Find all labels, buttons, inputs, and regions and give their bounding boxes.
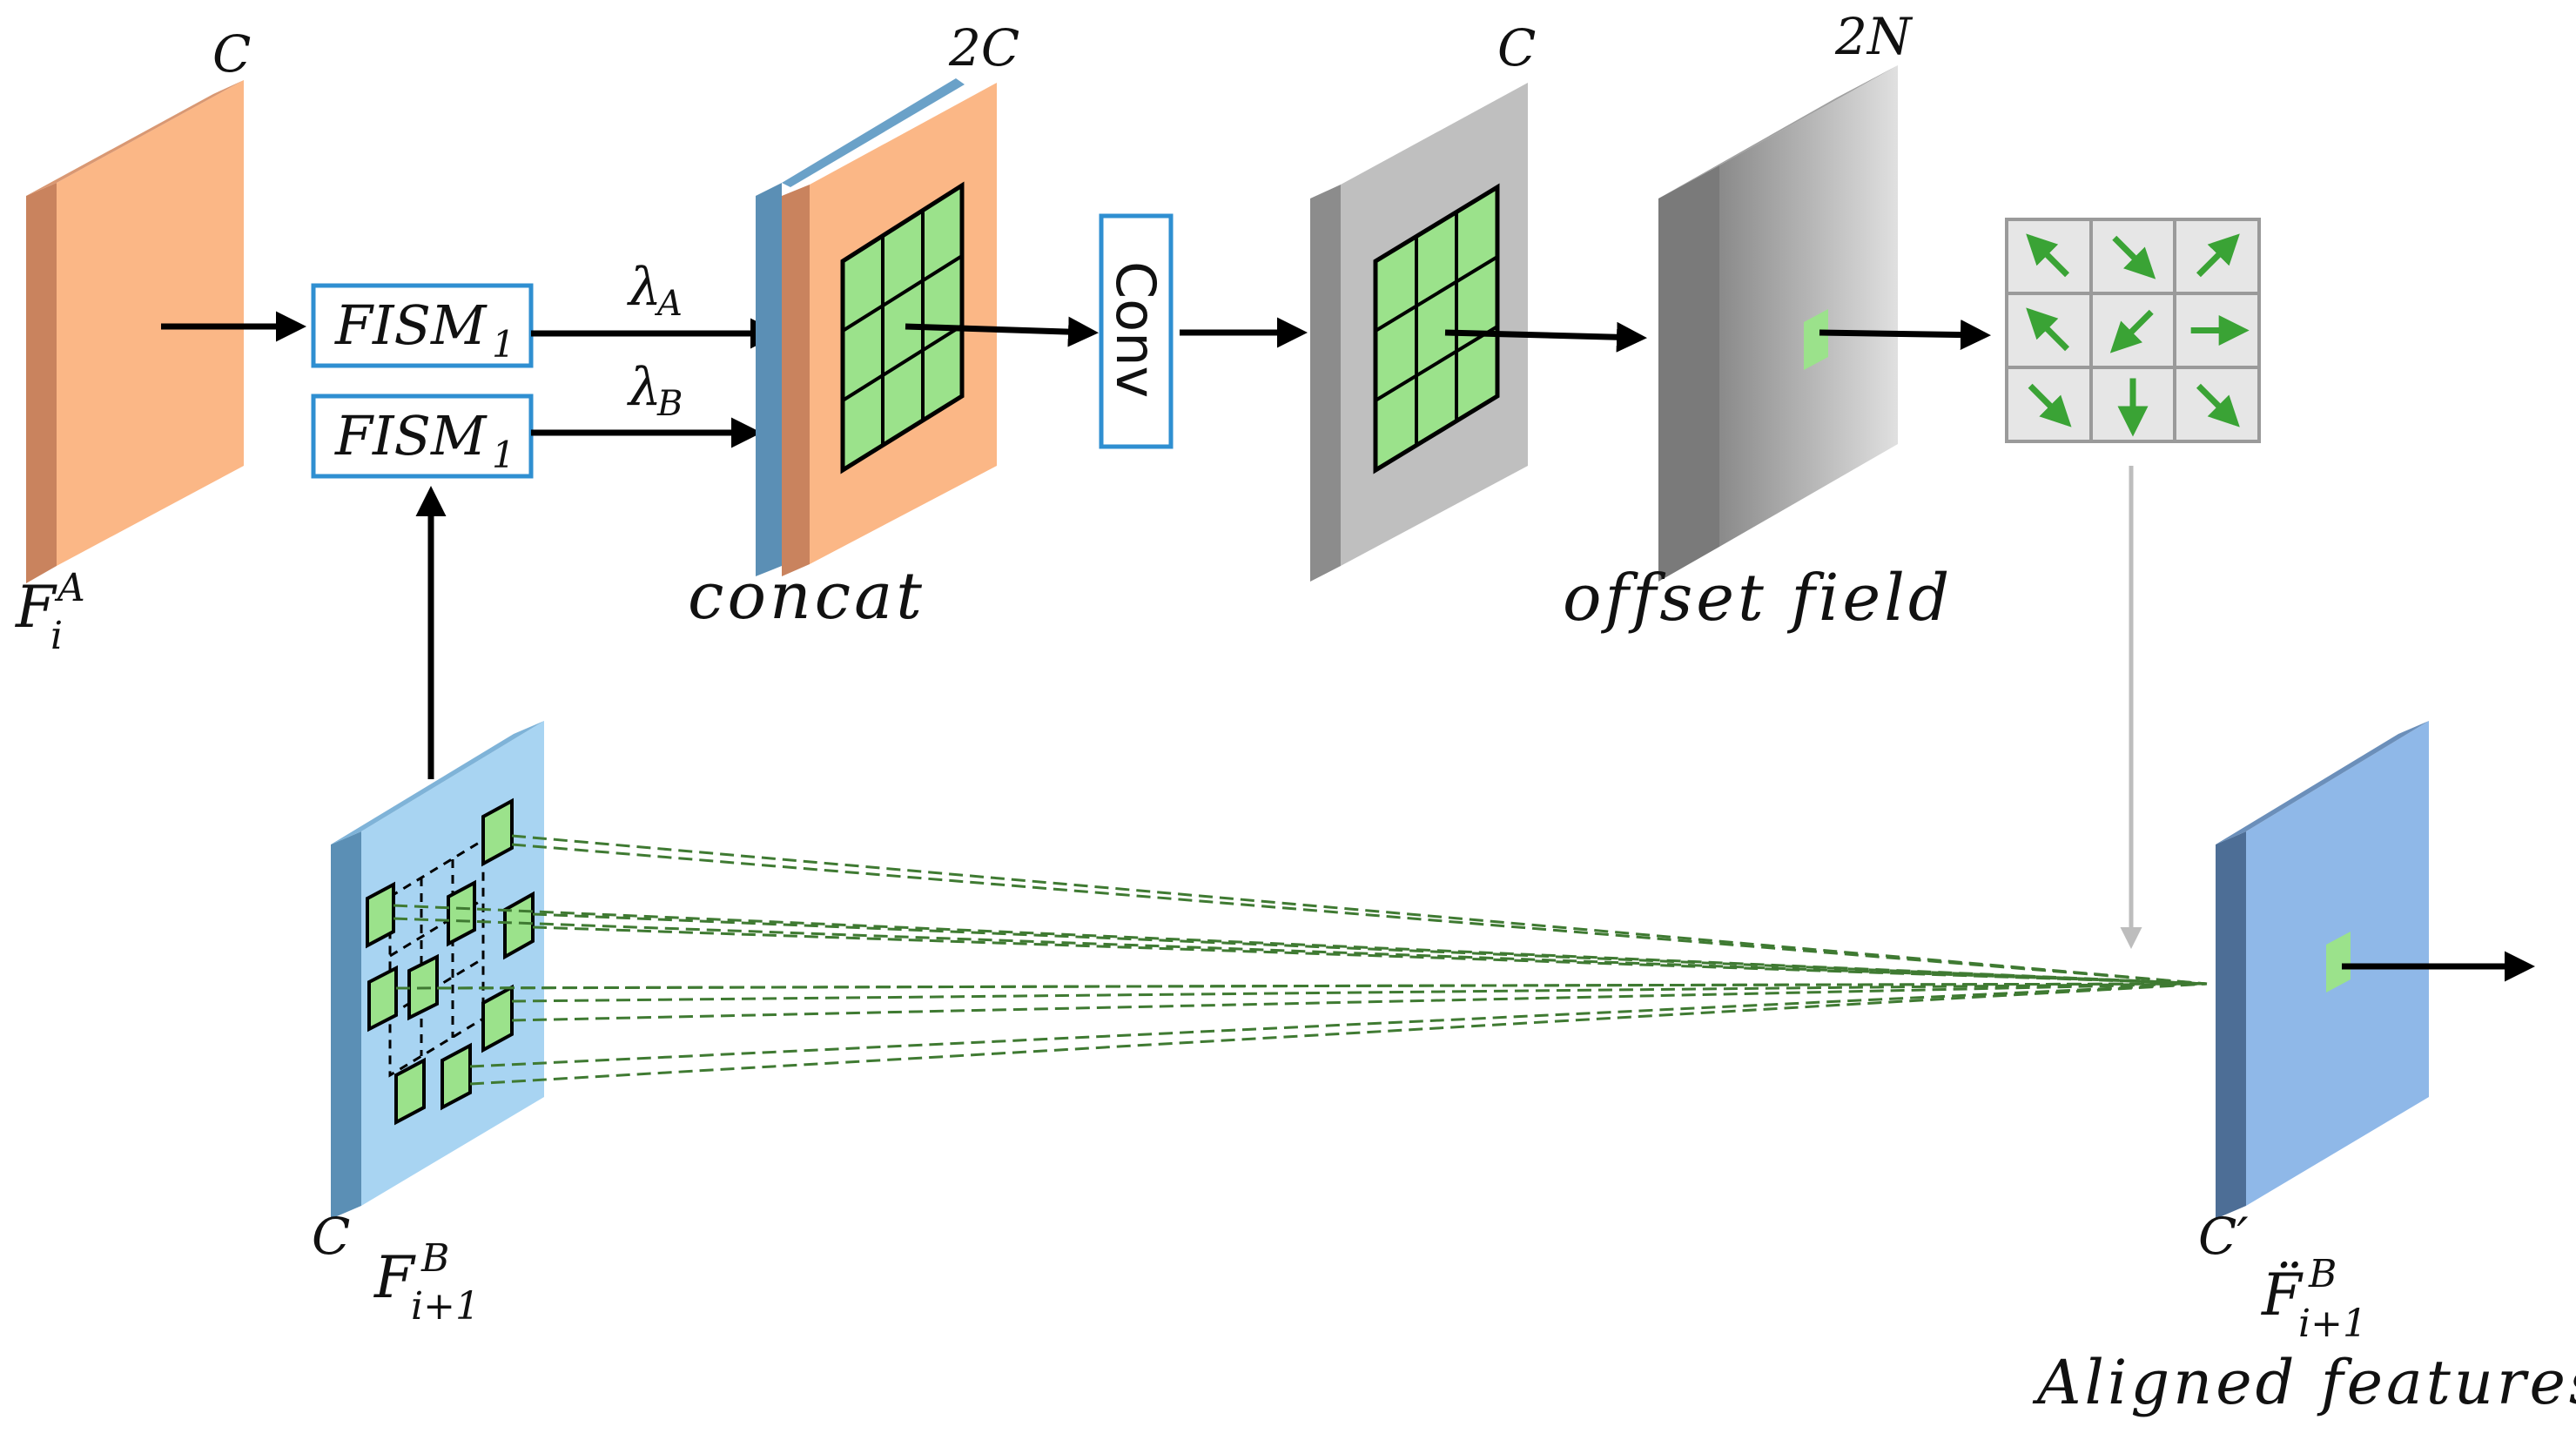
svg-text:λ: λ <box>627 257 662 318</box>
label-aligned-features: Aligned features <box>2032 1347 2576 1418</box>
svg-text:F: F <box>15 574 57 641</box>
svg-text:A: A <box>54 566 85 610</box>
offset-face <box>1719 65 1898 547</box>
fism-box-top: FISM 1 <box>311 283 534 368</box>
fb-side <box>331 831 361 1219</box>
svg-text:A: A <box>654 284 683 324</box>
label-fb: F i+1 B <box>373 1236 480 1329</box>
feature-map-aligned <box>2216 721 2429 1219</box>
concat-orange-side <box>782 185 810 576</box>
offset-side <box>1658 165 1719 582</box>
label-concat: concat <box>688 559 925 634</box>
label-fa: F i A <box>15 566 85 658</box>
offset-arrow-grid <box>2005 218 2261 443</box>
offset-arrow-up-right <box>2196 233 2240 278</box>
svg-text:B: B <box>420 1236 449 1281</box>
offset-arrow-up-left <box>2026 233 2070 278</box>
fa-top <box>26 80 244 196</box>
svg-text:1: 1 <box>492 323 515 366</box>
fa-side <box>26 183 57 583</box>
feature-map-fb <box>331 721 544 1219</box>
arrow-gray-to-offset <box>1444 321 1647 353</box>
concat-blue-side <box>756 183 782 576</box>
offset-arrow-down-right <box>2196 383 2240 427</box>
offset-pixel <box>1804 309 1828 370</box>
offset-arrow-down-right <box>2028 383 2072 427</box>
label-lambda-a: λ A <box>627 257 683 324</box>
label-2c: 2C <box>948 18 1019 77</box>
offset-arrows <box>2026 233 2250 437</box>
label-c-prime: C′ <box>2198 1207 2249 1266</box>
offset-arrow-down-right <box>2112 235 2156 279</box>
aligned-top <box>2216 721 2429 844</box>
aligned-side <box>2216 831 2246 1219</box>
arrow-concat-to-conv <box>905 316 1099 347</box>
feature-map-fa <box>26 80 244 583</box>
fism-box-bottom: FISM 1 <box>311 394 534 479</box>
svg-text:B: B <box>2308 1252 2337 1296</box>
sample-patches <box>366 797 535 1126</box>
offset-arrow-down-left <box>2109 309 2154 353</box>
svg-text:i+1: i+1 <box>2298 1302 2367 1346</box>
fa-face <box>57 80 244 566</box>
label-lambda-b: λ B <box>627 357 683 424</box>
svg-text:B: B <box>656 384 683 424</box>
arrow-offset-to-grid <box>1819 320 1991 351</box>
svg-text:FISM: FISM <box>334 293 488 357</box>
aligned-pixel <box>2326 932 2351 993</box>
label-2n: 2N <box>1834 7 1914 66</box>
svg-text:i: i <box>50 614 63 658</box>
svg-text:i+1: i+1 <box>411 1284 480 1329</box>
conv-label: Conv <box>1104 261 1167 398</box>
svg-text:1: 1 <box>492 434 515 476</box>
conv-box: Conv <box>1099 213 1174 449</box>
fb-top <box>331 721 544 844</box>
offset-arrow-up-left <box>2026 307 2070 352</box>
label-c-top-left: C <box>212 24 251 84</box>
label-offset-field: offset field <box>1563 561 1953 636</box>
concat-blue-face <box>782 78 965 187</box>
offset-top <box>1658 65 1898 199</box>
gray-side <box>1310 185 1341 582</box>
label-c-bottom: C <box>312 1207 350 1266</box>
svg-text:F̈: F̈ <box>2261 1262 2304 1329</box>
sampling-lines <box>393 834 2208 1086</box>
label-c-top-mid: C <box>1497 18 1536 77</box>
svg-text:FISM: FISM <box>334 404 488 468</box>
svg-text:F: F <box>373 1244 416 1311</box>
feature-map-conv-output <box>1310 83 1528 582</box>
feature-map-concat <box>756 78 997 576</box>
svg-text:λ: λ <box>627 357 662 418</box>
label-faligned: F̈ i+1 B <box>2261 1252 2367 1346</box>
offset-field-map <box>1658 65 1898 582</box>
